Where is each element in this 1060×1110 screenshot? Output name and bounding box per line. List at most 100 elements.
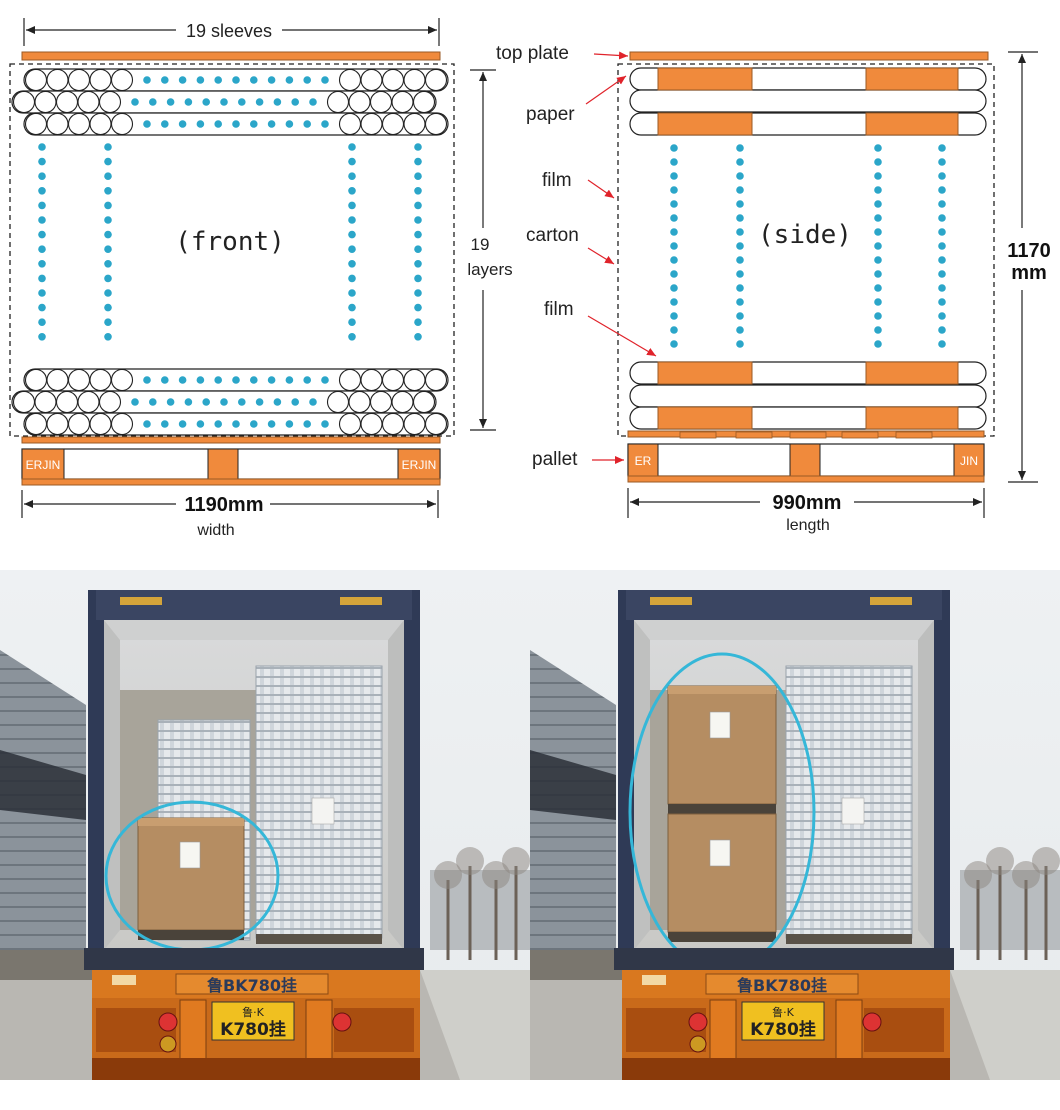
sleeve-dot — [143, 76, 151, 84]
column-dot — [938, 256, 946, 264]
marker-plate — [112, 975, 136, 985]
sleeves-label: 19 sleeves — [186, 21, 272, 41]
paper-strip — [657, 361, 753, 385]
column-dot — [104, 157, 112, 166]
sleeve-dot — [232, 420, 240, 428]
column-dot — [104, 245, 112, 253]
tree-crown — [502, 847, 530, 875]
column-dot — [874, 326, 882, 334]
column-dot — [104, 143, 112, 151]
column-dot — [938, 326, 946, 334]
license-plate-top: 鲁BK780挂 — [206, 976, 297, 995]
column-dot — [736, 214, 744, 222]
column-dot — [38, 201, 46, 210]
side-top-plate — [629, 51, 989, 61]
sleeve-dot — [214, 420, 222, 428]
column-dot — [38, 157, 46, 166]
sleeve-dot — [161, 120, 169, 128]
column-dot — [104, 172, 112, 180]
column-dot — [938, 284, 946, 292]
column-dot — [348, 318, 356, 327]
carton-label — [709, 711, 731, 739]
sleeve-end — [360, 412, 383, 436]
sleeve-dot — [321, 76, 329, 84]
sleeve-end — [348, 390, 371, 414]
column-dot — [736, 326, 744, 334]
sleeve-end — [381, 68, 405, 92]
carton-pallet — [668, 804, 776, 814]
front-top-plate — [21, 51, 441, 61]
column-dot — [670, 326, 678, 334]
warning-stripe — [340, 597, 382, 605]
paper-strip — [657, 406, 753, 430]
column-dot — [736, 200, 744, 208]
column-dot — [414, 245, 422, 253]
sleeve-end — [424, 368, 448, 392]
front-pallet-block-left — [21, 448, 65, 480]
sleeve-dot — [166, 98, 175, 106]
side-sleeve-row — [629, 89, 987, 113]
right-wall — [918, 620, 934, 950]
callout-arrow — [587, 315, 657, 357]
sleeve-dot — [196, 376, 205, 384]
sleeve-dot — [232, 76, 240, 84]
column-dot — [348, 260, 356, 268]
width-label: width — [196, 522, 234, 539]
column-dot — [670, 186, 678, 194]
sleeve-end — [326, 390, 350, 414]
height-unit: mm — [1011, 262, 1047, 284]
tree-crown — [456, 847, 484, 875]
sleeve-end — [403, 368, 426, 392]
column-dot — [348, 216, 356, 224]
column-dot — [414, 157, 422, 166]
sleeve-end — [424, 412, 448, 436]
side-center-label: (side) — [758, 220, 852, 250]
sleeve-end — [338, 68, 362, 92]
column-dot — [670, 242, 678, 250]
sleeve-dot — [250, 120, 258, 128]
paper-strip — [865, 67, 959, 91]
column-dot — [736, 270, 744, 278]
sleeve-end — [110, 68, 134, 92]
column-dot — [348, 303, 356, 312]
column-dot — [414, 260, 422, 268]
height-value: 1170 — [1007, 240, 1050, 262]
column-dot — [38, 333, 46, 341]
license-plate-top: 鲁BK780挂 — [736, 976, 827, 995]
sleeve-dot — [250, 420, 258, 428]
sleeve-dot — [303, 376, 312, 384]
sleeve-dot — [285, 76, 294, 84]
pallet-label — [311, 797, 335, 825]
plate-top-area — [175, 973, 329, 995]
sleeve-end — [46, 368, 69, 392]
callout-carton: carton — [526, 225, 579, 246]
front-pallet-block-right — [397, 448, 441, 480]
column-dot — [38, 318, 46, 327]
column-dot — [414, 303, 422, 312]
paper-strip — [865, 361, 959, 385]
sleeve-dot — [267, 76, 276, 84]
column-dot — [38, 274, 46, 283]
column-dot — [874, 298, 882, 306]
column-dot — [414, 274, 422, 283]
sleeve-end — [46, 112, 69, 136]
side-sleeve-rows — [629, 67, 987, 430]
warning-stripe — [870, 597, 912, 605]
column-dot — [874, 284, 882, 292]
sleeve-dot — [309, 98, 317, 106]
sleeve-end — [403, 412, 426, 436]
paper-strip — [865, 112, 959, 136]
column-dot — [104, 260, 112, 268]
column-dot — [938, 144, 946, 152]
column-dot — [938, 298, 946, 306]
sleeve-dot — [255, 398, 264, 406]
sleeve-dot — [273, 98, 282, 106]
sleeve-dot — [267, 376, 276, 384]
sleeve-end — [89, 368, 112, 392]
sleeve-end — [326, 90, 350, 114]
length-label: length — [786, 517, 830, 534]
curb — [530, 950, 625, 980]
warning-stripe — [650, 597, 692, 605]
sleeve-end — [55, 390, 79, 414]
